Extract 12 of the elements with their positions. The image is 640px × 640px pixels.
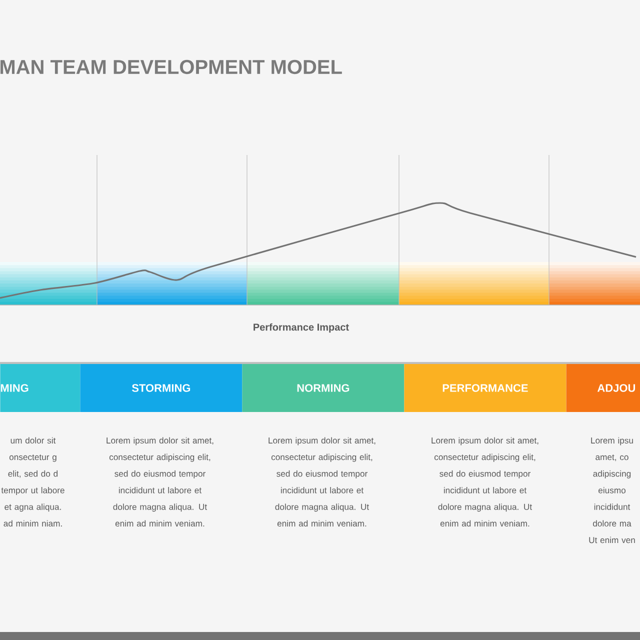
stage-header: STORMING (80, 364, 242, 412)
description-text: Lorem ipsum dolor sit amet, consectetur adipiscing elit, sed do eiusmod tempor incididunt ut labore et dolore magna aliqua. Ut enim ad minim veniam. (268, 437, 376, 527)
stage-header: MING (0, 364, 80, 412)
description-text: um dolor sit onsectetur g elit, sed do d tempor ut labore et agna aliqua. ad minim niam. (1, 437, 64, 527)
description-text: Lorem ipsum dolor sit amet, consectetur adipiscing elit, sed do eiusmod tempor incididunt ut labore et dolore magna aliqua. Ut enim ad minim veniam. (432, 437, 538, 527)
stage-header: ADJOU (566, 364, 640, 412)
stage-header: PERFORMANCE (404, 364, 566, 412)
description-text: Lorem ipsum dolor sit amet, consectetur adipiscing elit, sed do eiusmod tempor incididunt ut labore et dolore magna aliqua. Ut enim ad minim veniam. (106, 437, 214, 527)
stage-header: NORMING (242, 364, 404, 412)
title: MAN TEAM DEVELOPMENT MODEL (0, 60, 342, 74)
description-text: Lorem ipsu amet, co adipiscing eiusmo incididunt dolore ma Ut enim ven (589, 437, 635, 544)
axis-label: Performance Impact (254, 323, 349, 333)
